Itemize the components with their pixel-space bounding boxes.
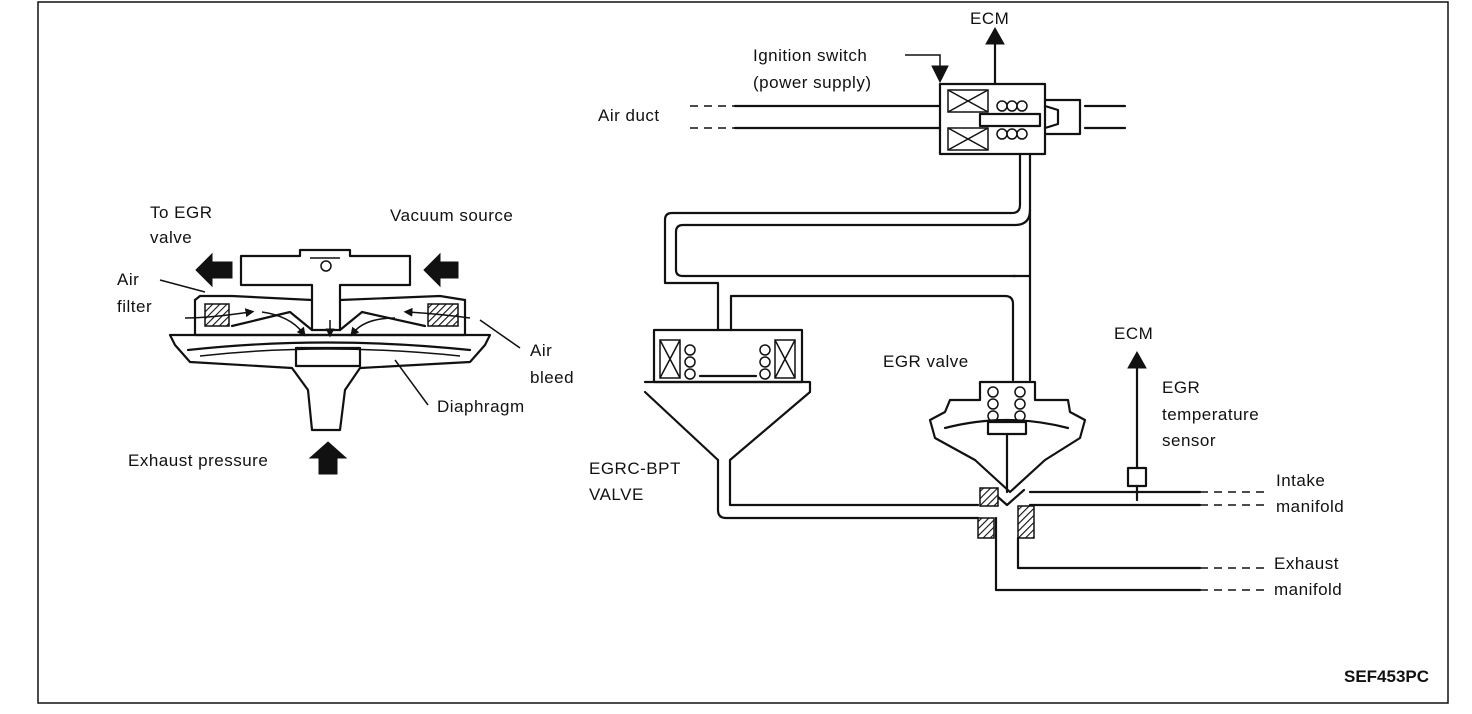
ecm-top-arrow <box>985 26 1005 45</box>
egr-temp-label-3: sensor <box>1162 431 1216 450</box>
air-bleed-label-2: bleed <box>530 368 574 387</box>
to-egr-label-1: To EGR <box>150 203 213 222</box>
egr-temperature-sensor <box>1126 350 1148 502</box>
intake-label-1: Intake <box>1276 471 1325 490</box>
egrc-label-1: EGRC-BPT <box>589 459 681 478</box>
bpt-valve-cross-section <box>159 248 521 475</box>
egrc-label-2: VALVE <box>589 485 644 504</box>
vacuum-source-label: Vacuum source <box>390 206 513 225</box>
egr-valve-label: EGR valve <box>883 352 969 371</box>
exhaust-pressure-label: Exhaust pressure <box>128 451 268 470</box>
intake-label-2: manifold <box>1276 497 1344 516</box>
ecm-right-label: ECM <box>1114 324 1153 343</box>
egr-temp-label-1: EGR <box>1162 378 1200 397</box>
to-egr-arrow <box>195 252 233 288</box>
ecm-right-arrow <box>1127 350 1147 369</box>
ignition-label-1: Ignition switch <box>753 46 867 65</box>
air-bleed-label-1: Air <box>530 341 552 360</box>
egr-temp-label-2: temperature <box>1162 405 1259 424</box>
exhaust-label-1: Exhaust <box>1274 554 1339 573</box>
ignition-arrow <box>931 65 949 84</box>
exhaust-seal-right <box>1017 505 1035 539</box>
air-filter-label-2: filter <box>117 297 152 316</box>
to-egr-label-2: valve <box>150 228 192 247</box>
egrc-solenoid-valve <box>938 82 1082 156</box>
figure-border <box>37 1 1449 704</box>
ecm-top-label: ECM <box>970 9 1009 28</box>
air-filter-label-1: Air <box>117 270 139 289</box>
exhaust-pressure-arrow <box>308 441 348 475</box>
vacuum-source-arrow <box>423 252 459 288</box>
air-duct <box>690 104 1127 130</box>
manifolds <box>977 490 1265 592</box>
diaphragm-label: Diaphragm <box>437 397 525 416</box>
ignition-label-2: (power supply) <box>753 73 872 92</box>
egrc-bpt-valve <box>643 328 980 520</box>
exhaust-seal-left <box>977 517 995 539</box>
vacuum-hose <box>663 152 1032 382</box>
figure-code: SEF453PC <box>1344 667 1429 686</box>
egr-valve <box>928 380 1087 507</box>
exhaust-label-2: manifold <box>1274 580 1342 599</box>
air-duct-label: Air duct <box>598 106 660 125</box>
